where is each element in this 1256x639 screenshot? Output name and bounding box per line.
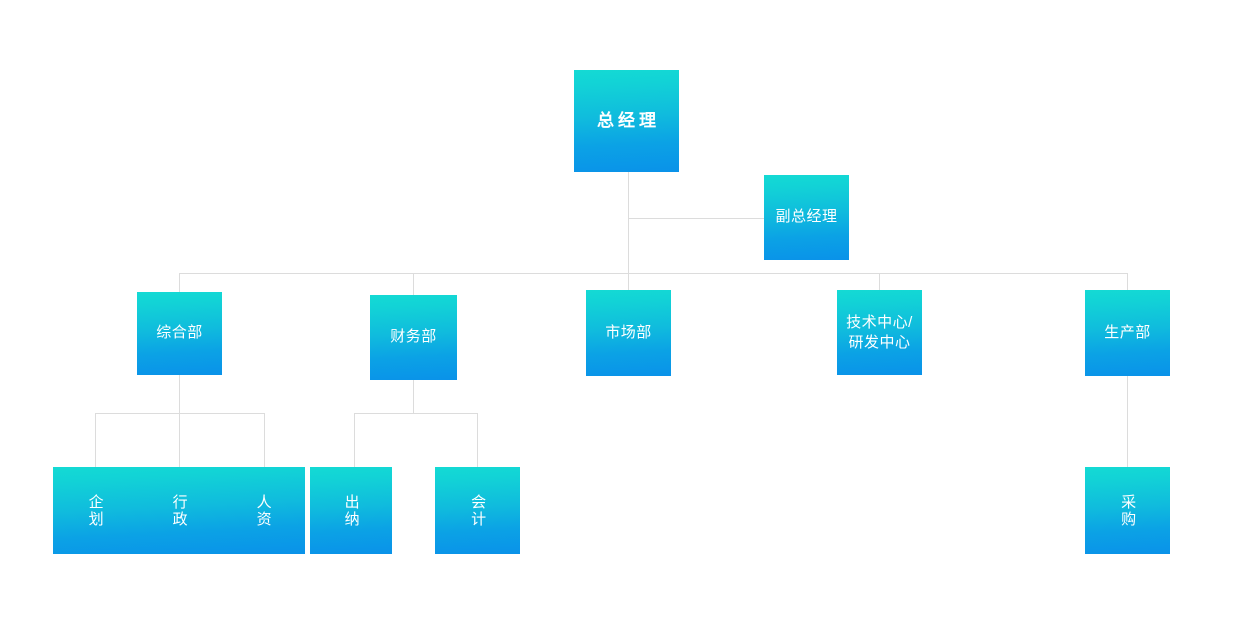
connector-drop-cashier (354, 413, 355, 467)
node-deputy-general-manager[interactable]: 副总经理 (764, 175, 849, 260)
node-general-affairs-dept[interactable]: 综合部 (137, 292, 222, 375)
node-production-dept[interactable]: 生产部 (1085, 290, 1170, 376)
connector-finance-stem (413, 380, 414, 413)
node-tech-center-label-line1: 技术中心/ (846, 314, 913, 331)
node-production-dept-label: 生产部 (1104, 323, 1151, 341)
connector-drop-accounting (477, 413, 478, 467)
node-planning[interactable]: 企划 (53, 467, 137, 554)
node-administration-label: 行政 (170, 493, 188, 528)
connector-drop-finance (413, 273, 414, 295)
node-deputy-general-manager-label: 副总经理 (775, 208, 838, 226)
connector-drop-human-resources (264, 413, 265, 467)
node-procurement-label: 采购 (1119, 493, 1137, 528)
connector-drop-procurement (1127, 376, 1128, 467)
node-marketing-dept-label: 市场部 (605, 323, 652, 341)
node-general-affairs-dept-label: 综合部 (156, 324, 203, 342)
connector-ceo-to-deputy (628, 218, 764, 219)
node-cashier[interactable]: 出纳 (310, 467, 392, 554)
node-planning-label: 企划 (86, 493, 104, 528)
node-accounting[interactable]: 会计 (435, 467, 520, 554)
connector-finance-bus (354, 413, 478, 414)
connector-drop-general-affairs (179, 273, 180, 292)
connector-drop-planning (95, 413, 96, 467)
node-cashier-label: 出纳 (342, 493, 360, 528)
node-human-resources[interactable]: 人资 (221, 467, 305, 554)
connector-level3-bus (179, 273, 1128, 274)
node-general-manager[interactable]: 总经理 (574, 70, 679, 172)
connector-general-affairs-bus (95, 413, 265, 414)
node-tech-center-label-line2: 研发中心 (848, 333, 911, 351)
node-accounting-label: 会计 (469, 493, 487, 528)
node-administration[interactable]: 行政 (137, 467, 221, 554)
node-finance-dept[interactable]: 财务部 (370, 295, 457, 380)
connector-drop-tech-center (879, 273, 880, 290)
node-procurement[interactable]: 采购 (1085, 467, 1170, 554)
node-tech-center[interactable]: 技术中心/ 研发中心 (837, 290, 922, 375)
node-group-general-affairs-children: 企划 行政 人资 (53, 467, 305, 554)
node-finance-dept-label: 财务部 (390, 328, 437, 346)
node-marketing-dept[interactable]: 市场部 (586, 290, 671, 376)
node-human-resources-label: 人资 (254, 493, 272, 528)
connector-drop-administration (179, 413, 180, 467)
connector-ceo-trunk (628, 172, 629, 273)
connector-drop-production (1127, 273, 1128, 290)
connector-drop-marketing (628, 273, 629, 290)
node-general-manager-label: 总经理 (597, 111, 660, 131)
connector-general-affairs-stem (179, 375, 180, 413)
